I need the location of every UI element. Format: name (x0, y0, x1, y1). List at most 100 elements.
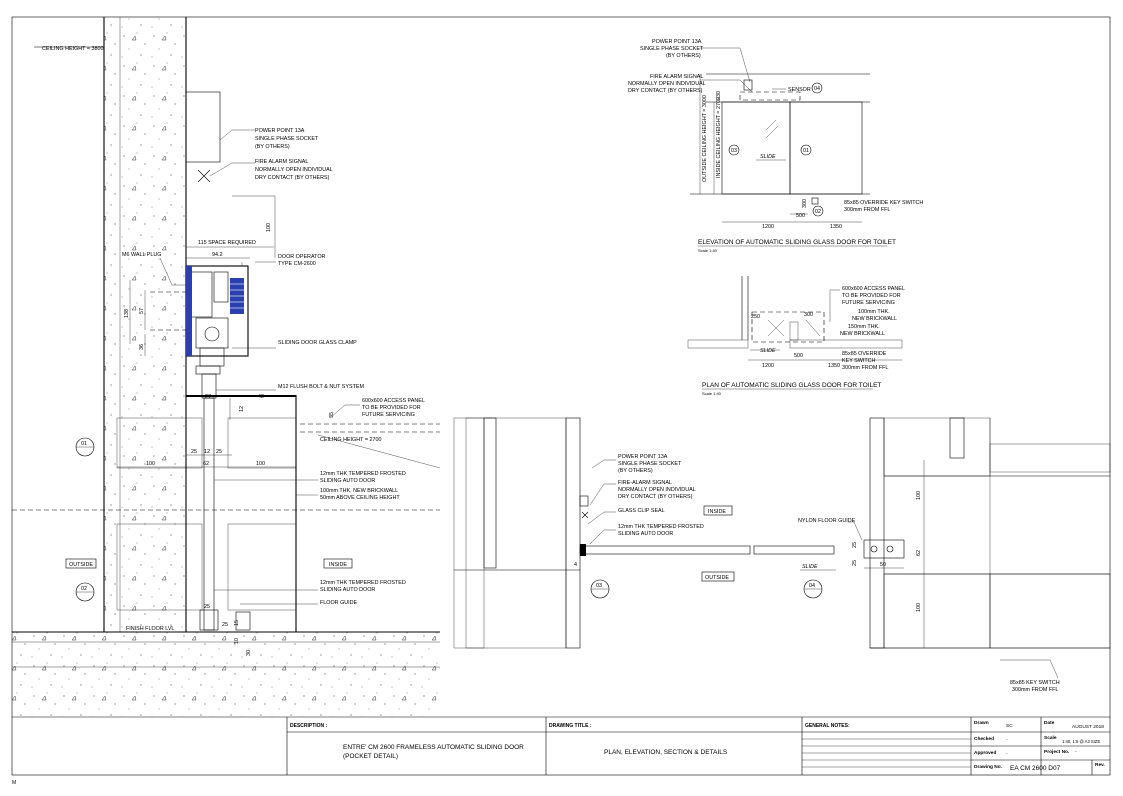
section-03-number: 03 (596, 583, 602, 589)
plan-access-panel (751, 311, 825, 343)
bottom-dim-25b: 25 (852, 560, 858, 566)
elev-fire-alarm-label-2: NORMALLY OPEN INDIVIDUAL (628, 81, 706, 87)
elev-tag-04 (811, 82, 823, 94)
checked-label: Checked (974, 736, 994, 742)
dim-100-right: 100 (256, 461, 265, 467)
door-operator-type: TYPE CM-2600 (278, 261, 316, 267)
dim-100-left: 100 (146, 461, 155, 467)
elev-power-point-label-3: (BY OTHERS) (666, 53, 701, 59)
bottom-power-point-label-2: SINGLE PHASE SOCKET (618, 461, 682, 467)
right-wall-hatch-upper (883, 417, 991, 477)
elev-key-switch-label: 85x85 OVERRIDE KEY SWITCH (844, 200, 923, 206)
dim-138: 138 (124, 309, 130, 318)
drawn-value: SC (1006, 723, 1013, 729)
nylon-floor-guide (863, 539, 905, 559)
bottom-inside-tag (703, 505, 733, 516)
plan-brickwall-150-label: 150mm THK. (848, 324, 880, 330)
hatched-wall-lower-left (116, 523, 203, 611)
power-point-label-3: (BY OTHERS) (255, 144, 290, 150)
plan-brickwall-100-label: 100mm THK. (858, 309, 890, 315)
elev-tag-01 (800, 144, 812, 156)
plan-scale: Scale 1:40 (702, 391, 722, 396)
inside-tag (323, 558, 353, 569)
inside-ceiling-label: INSIDE CEILING HEIGHT = 2700 (716, 97, 722, 178)
plan-access-panel-label: 600x600 ACCESS PANEL (842, 286, 905, 292)
ceiling-height-top-label: CEILING HEIGHT = 3800 (42, 46, 103, 52)
elev-key-switch-label-2: 300mm FROM FFL (844, 207, 890, 213)
flush-bolt-label: M12 FLUSH BOLT & NUT SYSTEM (278, 384, 364, 390)
section-01-number: 01 (81, 441, 87, 447)
wall-plug-label: M6 WALL PLUG (122, 252, 161, 258)
bottom-plan-detail: POWER POINT 13A SINGLE PHASE SOCKET (BY … (453, 417, 1111, 693)
plan-brickwall-150-label-2: NEW BRICKWALL (840, 331, 885, 337)
bottom-dim-25a: 25 (852, 542, 858, 548)
glass-frosted-label-2: SLIDING AUTO DOOR (320, 478, 375, 484)
section-marker-04: 04 (803, 579, 823, 599)
dim-bottom-15: 15 (234, 620, 240, 626)
bottom-fire-alarm-label-2: NORMALLY OPEN INDIVIDUAL (618, 487, 696, 493)
bottom-key-switch-label: 85x85 KEY SWITCH (1010, 680, 1060, 686)
access-panel-label-3: FUTURE SERVICING (362, 412, 415, 418)
scale-value: 1:40, 1:5 @ A3 SIZE (1062, 739, 1100, 744)
date-value: AUGUST 2018 (1072, 724, 1104, 730)
dim-27: 27 (205, 394, 211, 400)
dim-bottom-25a: 25 (204, 604, 210, 610)
plan-wall-right (789, 339, 903, 349)
revision-label: Rev. (1095, 762, 1105, 768)
outside-label: OUTSIDE (69, 562, 93, 568)
power-socket-box (185, 91, 221, 163)
plan-glass-door-left (579, 545, 751, 555)
bottom-outside-label: OUTSIDE (705, 575, 729, 581)
drawing-title-label: DRAWING TITLE : (549, 723, 592, 729)
door-operator-label: DOOR OPERATOR (278, 254, 326, 260)
dim-62: 62 (203, 461, 209, 467)
section-marker-02: 02 (75, 582, 95, 602)
glass-frosted-label: 12mm THK TEMPERED FROSTED (320, 471, 406, 477)
elev-dim-500: 500 (796, 213, 805, 219)
elev-pocket-panel (789, 101, 863, 195)
finish-floor-label: FINISH FLOOR LVL (126, 626, 174, 632)
plan-slide-label: SLIDE (760, 348, 776, 354)
hatched-wall-lower-right (227, 523, 297, 611)
drawing-no-label: Drawing No. (974, 764, 1002, 770)
plan-key-switch-label-2: KEY SWITCH (842, 358, 876, 364)
bottom-glass-frosted-label-2: SLIDING AUTO DOOR (618, 531, 673, 537)
ceiling-height-2700-label: CEILING HEIGHT = 2700 (320, 437, 381, 443)
elev-dim-1350: 1350 (830, 224, 842, 230)
plan-key-switch-label: 85x85 OVERRIDE (842, 351, 887, 357)
bottom-fire-alarm-label: FIRE-ALARM SIGNAL (618, 480, 672, 486)
elevation-scale: Scale 1:40 (698, 248, 718, 253)
project-no-value: - (1075, 750, 1077, 755)
power-point-label: POWER POINT 13A (255, 128, 305, 134)
pocket-wall-hatch-left (465, 417, 567, 649)
fire-alarm-symbol (197, 169, 211, 183)
drawing-no-value: EA CM 2600 D07 (1010, 765, 1061, 772)
right-jamb-column (869, 417, 885, 649)
sensor-label: SENSOR (788, 87, 811, 93)
section-04-number: 04 (809, 583, 815, 589)
bottom-outside-tag (701, 571, 735, 582)
bottom-dim-62: 62 (916, 550, 922, 556)
elev-tag-04-text: 04 (814, 86, 820, 92)
brickwall-label: 100mm THK. NEW BRICKWALL (320, 488, 398, 494)
plan-dim-300: 300 (804, 312, 813, 318)
brickwall-label-2: 50mm ABOVE CEILING HEIGHT (320, 495, 400, 501)
approved-value: - (1006, 752, 1008, 757)
elev-fire-alarm-label-3: DRY CONTACT (BY OTHERS) (628, 88, 703, 94)
plan-title: PLAN OF AUTOMATIC SLIDING GLASS DOOR FOR… (702, 382, 881, 389)
section-02-number: 02 (81, 586, 87, 592)
floor-slab (12, 632, 440, 717)
description-text: ENTRE' CM 2600 FRAMELESS AUTOMATIC SLIDI… (343, 744, 524, 751)
bottom-dim-100b: 100 (916, 603, 922, 612)
dim-100-top: 100 (266, 223, 272, 232)
bottom-glass-frosted-label: 12mm THK TEMPERED FROSTED (618, 524, 704, 530)
plan-access-panel-label-3: FUTURE SERVICING (842, 300, 895, 306)
glass-door-panel (203, 397, 215, 631)
section-marker-01: 01 (75, 437, 95, 457)
power-point-label-2: SINGLE PHASE SOCKET (255, 136, 319, 142)
dim-row-25a: 25 (191, 449, 197, 455)
date-label: Date (1044, 720, 1055, 726)
plan-dim-1200: 1200 (762, 363, 774, 369)
bottom-key-switch-label-2: 300mm FROM FFL (1012, 687, 1058, 693)
drawing-title-text: PLAN, ELEVATION, SECTION & DETAILS (604, 749, 728, 756)
